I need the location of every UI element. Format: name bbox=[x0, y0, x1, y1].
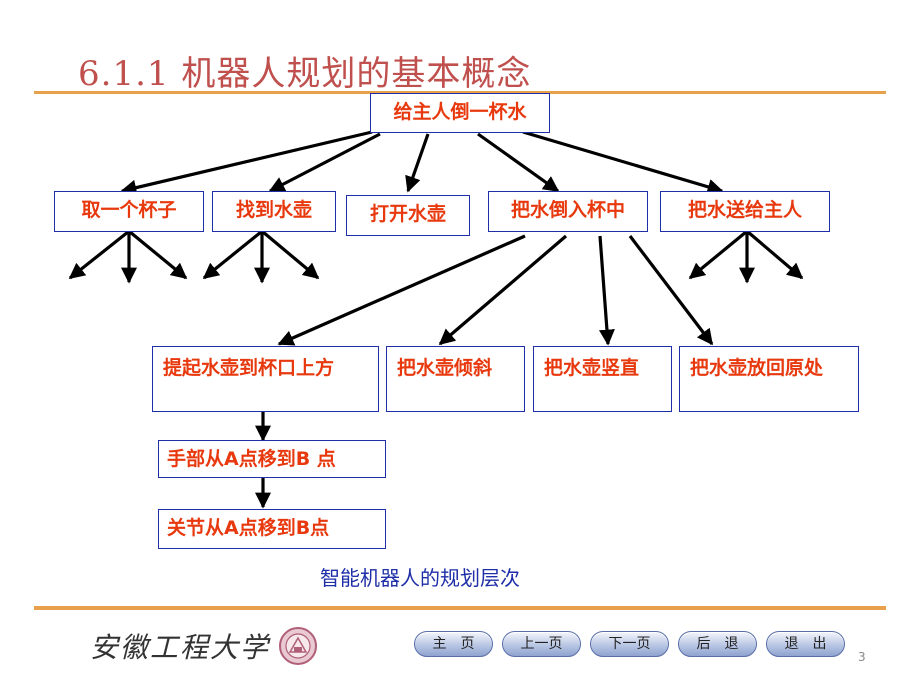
back-button[interactable]: 后 退 bbox=[678, 631, 757, 657]
university-seal-icon bbox=[279, 627, 318, 665]
footer-divider bbox=[34, 606, 886, 610]
arrow-pour-to-upright bbox=[598, 235, 615, 346]
arrow-deliver-sub-1 bbox=[688, 230, 748, 280]
university-name: 安徽工程大学 bbox=[90, 631, 271, 664]
node-find-kettle: 找到水壶 bbox=[212, 191, 336, 232]
node-joint-move: 关节从A点移到B点 bbox=[158, 509, 386, 549]
arrow-find-kettle-sub-3 bbox=[261, 230, 320, 280]
slide-navigation: 主 页 上一页 下一页 后 退 退 出 bbox=[414, 631, 845, 657]
arrow-pour-to-return bbox=[628, 235, 714, 346]
page-title: 6.1.1 机器人规划的基本概念 bbox=[78, 54, 532, 94]
arrow-pour-to-tilt bbox=[438, 234, 568, 346]
diagram-caption: 智能机器人的规划层次 bbox=[320, 566, 520, 590]
node-pour-water: 把水倒入杯中 bbox=[488, 191, 648, 232]
next-page-button[interactable]: 下一页 bbox=[590, 631, 669, 657]
node-root: 给主人倒一杯水 bbox=[370, 93, 550, 133]
home-button[interactable]: 主 页 bbox=[414, 631, 493, 657]
exit-button[interactable]: 退 出 bbox=[766, 631, 845, 657]
node-hand-move: 手部从A点移到B 点 bbox=[158, 440, 386, 478]
node-tilt-kettle: 把水壶倾斜 bbox=[386, 346, 525, 412]
page-number: 3 bbox=[858, 650, 866, 664]
node-deliver-water: 把水送给主人 bbox=[660, 191, 830, 232]
university-logo: 安徽工程大学 bbox=[90, 626, 318, 666]
arrow-root-to-pour-water bbox=[477, 132, 560, 193]
title-divider bbox=[34, 91, 886, 94]
arrow-get-cup-sub-3 bbox=[128, 230, 188, 280]
node-lift-kettle: 提起水壶到杯口上方 bbox=[152, 346, 379, 412]
arrow-root-to-find-kettle bbox=[268, 132, 381, 193]
node-get-cup: 取一个杯子 bbox=[54, 191, 204, 232]
arrow-root-to-get-cup bbox=[120, 130, 373, 196]
arrow-get-cup-sub-1 bbox=[68, 230, 129, 280]
arrow-deliver-sub-3 bbox=[746, 230, 804, 280]
node-upright-kettle: 把水壶竖直 bbox=[533, 346, 672, 412]
node-return-kettle: 把水壶放回原处 bbox=[679, 346, 859, 412]
arrow-pour-to-lift bbox=[277, 234, 526, 346]
arrow-find-kettle-sub-1 bbox=[202, 230, 263, 280]
arrow-root-to-deliver-water bbox=[522, 130, 724, 195]
prev-page-button[interactable]: 上一页 bbox=[502, 631, 581, 657]
node-open-kettle: 打开水壶 bbox=[346, 195, 470, 236]
arrow-root-to-open-kettle bbox=[405, 133, 430, 193]
